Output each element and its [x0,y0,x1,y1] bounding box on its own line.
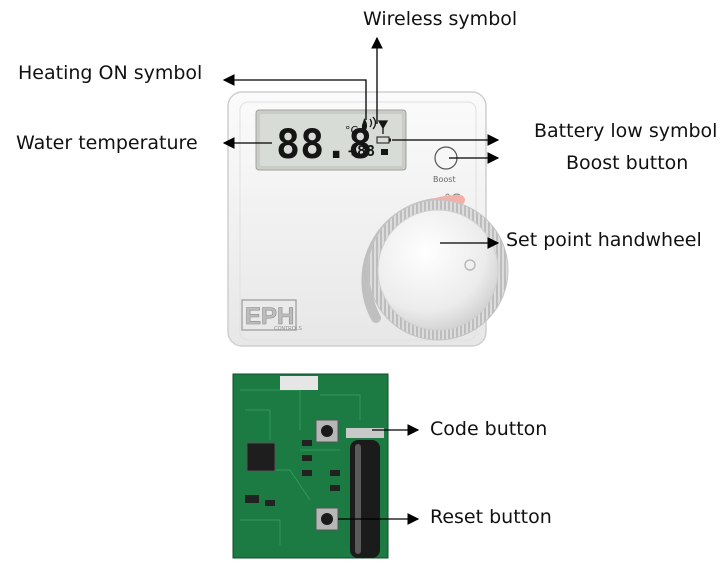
reset-button-label: Reset button [430,506,552,528]
boost-button-label: Boost button [566,152,689,174]
lcd-unit: °C [345,124,359,137]
callout-arrows [222,36,500,525]
lcd-sub-digits: +88 [348,142,375,160]
pcb-battery [350,440,380,558]
battery-low-symbol-label: Battery low symbol [534,120,718,142]
handwheel-indicator [464,259,476,271]
water-temperature-label: Water temperature [16,132,198,154]
wireless-symbol-label: Wireless symbol [363,8,518,30]
pcb-sticker [280,376,318,390]
handwheel-face [377,209,499,331]
eph-logo-box [241,299,297,331]
boost-caption: Boost [433,175,456,184]
code-button-cap [321,425,333,437]
heating-flame-icon [361,118,368,130]
arrow-heating-on [222,74,367,120]
lcd-main-digits: 88.8 [276,122,372,168]
heating-on-symbol-label: Heating ON symbol [18,62,203,84]
pcb-chip [246,442,276,472]
eph-logo-sub: CONTROLS [274,326,302,332]
code-button-label: Code button [430,418,548,440]
thermostat-device: 88.8 °C +88 Boost °C EPH CONTROLS [227,91,509,347]
set-point-handwheel-label: Set point handwheel [506,229,702,251]
pcb-components [245,440,340,506]
pcb-board [232,373,389,559]
battery-tip [389,138,391,142]
wireless-signal-icon [369,116,389,134]
eph-logo: EPH [245,303,294,330]
battery-holder [346,428,384,438]
reset-button-cap [321,513,333,525]
lock-icon [381,149,388,155]
